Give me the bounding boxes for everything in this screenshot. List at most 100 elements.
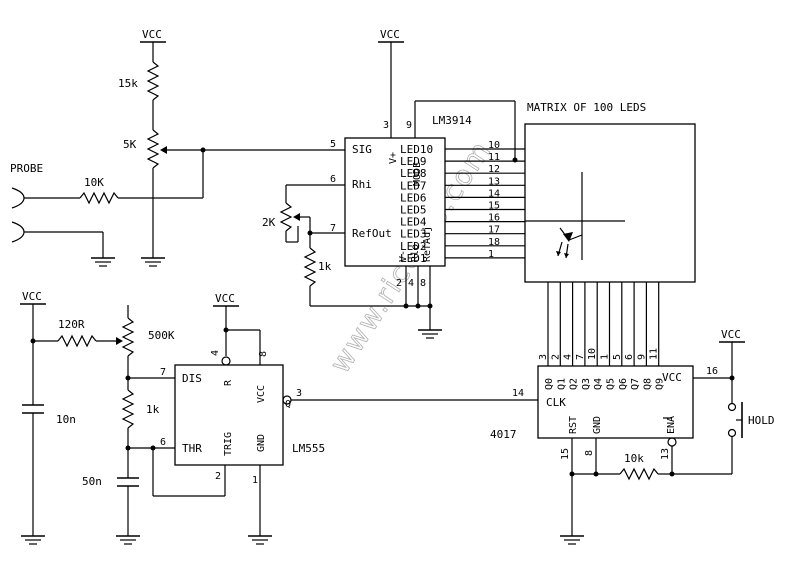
cd4017-out-pin: 9: [636, 354, 647, 360]
r-1k-ref-label: 1k: [318, 260, 332, 273]
lm3914-chip: VCC 3 9 LM3914 SIG Rhi RefOut V+ MODE V-…: [262, 28, 525, 339]
vcc-label-555: VCC: [215, 292, 235, 305]
lm3914-led-pin: 11: [488, 152, 500, 163]
cd4017-pin8: 8: [584, 450, 595, 456]
lm3914-led-pin: 17: [488, 225, 500, 236]
probe-tip-upper: [11, 187, 25, 209]
cd4017-vcc: VCC: [662, 371, 682, 384]
lm555-name: LM555: [292, 442, 325, 455]
lm3914-led-pin: 12: [488, 164, 500, 175]
lm555-pin3: 3: [296, 388, 302, 399]
cd4017-gnd: GND: [592, 416, 603, 434]
lm3914-pin2: 2: [396, 278, 402, 289]
lm555-pin8: 8: [258, 351, 269, 357]
vcc-label-555-left: VCC: [22, 290, 42, 303]
lm555-trig: TRIG: [223, 432, 234, 456]
lm555-q: Q: [285, 399, 291, 410]
lm555-gnd: GND: [256, 434, 267, 452]
lm3914-vplus: V+: [388, 152, 399, 164]
lm555-r: R: [223, 379, 234, 386]
lm3914-led-label: LED3: [400, 228, 427, 241]
lm555-thr: THR: [182, 442, 202, 455]
lm3914-pin9: 9: [406, 120, 412, 131]
lm3914-pin3: 3: [383, 120, 389, 131]
pot-500k-label: 500K: [148, 329, 175, 342]
cd4017-q-label: Q8: [642, 378, 653, 390]
cd4017-q-label: Q5: [606, 378, 617, 390]
lm3914-mode: MODE: [412, 162, 423, 186]
potentiometer-500k: [121, 317, 135, 357]
lm555-pin4: 4: [210, 350, 221, 356]
lm3914-pin5: 5: [330, 139, 336, 150]
cd4017-q-label: Q2: [569, 378, 580, 390]
cd4017-out-pin: 2: [550, 354, 561, 360]
lm3914-led-label: LED6: [400, 191, 427, 204]
lm3914-led-pin: 18: [488, 237, 500, 248]
matrix-title: MATRIX OF 100 LEDS: [527, 101, 646, 114]
cd4017-name: 4017: [490, 428, 517, 441]
lm3914-led-pin: 14: [488, 188, 500, 199]
lm3914-pin4: 4: [408, 278, 414, 289]
led-symbol: [563, 232, 573, 242]
lm555-dis: DIS: [182, 372, 202, 385]
vcc-label-lm3914: VCC: [380, 28, 400, 41]
r-10k-rst-label: 10k: [624, 452, 644, 465]
r-10k-probe-label: 10K: [84, 176, 104, 189]
lm3914-led-label: LED10: [400, 143, 433, 156]
cd4017-q-label: Q0: [544, 378, 555, 390]
cd4017-ena: ENA: [666, 416, 677, 434]
lm3914-led-label: LED4: [400, 216, 427, 229]
cd4017-out-pin: 1: [600, 354, 611, 360]
input-section: VCC 15k 5K PROBE 10K: [10, 28, 345, 267]
lm3914-sig: SIG: [352, 143, 372, 156]
hold-switch-contact-top[interactable]: [727, 402, 737, 412]
cd4017-rst: RST: [568, 416, 579, 434]
potentiometer-5k: [146, 129, 160, 169]
cd4017-pin13: 13: [660, 448, 671, 460]
lm3914-pin7: 7: [330, 223, 336, 234]
cd4017-out-pin: 6: [624, 354, 635, 360]
lm3914-refout: RefOut: [352, 227, 392, 240]
lm3914-led-label: LED2: [400, 240, 427, 253]
c-50n-label: 50n: [82, 475, 102, 488]
lm555-pin2: 2: [215, 471, 221, 482]
cd4017-q-label: Q4: [593, 378, 604, 390]
lm555-pin6: 6: [160, 437, 166, 448]
c-10n-label: 10n: [56, 413, 76, 426]
r-15k-label: 15k: [118, 77, 138, 90]
lm3914-pin8: 8: [420, 278, 426, 289]
lm3914-pin6: 6: [330, 174, 336, 185]
lm3914-led-pin: 1: [488, 249, 494, 260]
lm555-pin7: 7: [160, 367, 166, 378]
lm555-vcc: VCC: [256, 385, 267, 403]
resistor-120r: [57, 334, 97, 348]
lm3914-led-pin: 16: [488, 213, 500, 224]
lm3914-name: LM3914: [432, 114, 472, 127]
cd4017-clk: CLK: [546, 396, 566, 409]
lm3914-led-pin: 15: [488, 201, 500, 212]
probe-tip-lower: [11, 221, 25, 243]
r-1k-555-label: 1k: [146, 403, 160, 416]
vcc-label-4017: VCC: [721, 328, 741, 341]
lm555-pin1: 1: [252, 475, 258, 486]
cd4017-q-label: Q6: [618, 378, 629, 390]
resistor-15k: [146, 61, 160, 101]
lm3914-led-pin: 10: [488, 140, 500, 151]
cd4017-out-pin: 4: [563, 354, 574, 360]
lm3914-led-label: LED8: [400, 167, 427, 180]
hold-switch-contact-bottom[interactable]: [727, 428, 737, 438]
lm3914-rlo: Rlo: [410, 244, 421, 262]
cd4017-pin15: 15: [560, 448, 571, 460]
cd4017-out-pin: 11: [649, 348, 660, 360]
cd4017-out-pin: 7: [575, 354, 586, 360]
lm3914-led-label: LED1: [400, 252, 427, 265]
resistor-1k-ref: [303, 247, 317, 287]
lm3914-refadj: RefAdj: [422, 226, 433, 262]
r-120r-label: 120R: [58, 318, 85, 331]
potentiometer-2k: [279, 202, 293, 232]
cd4017-out-pin: 10: [587, 348, 598, 360]
